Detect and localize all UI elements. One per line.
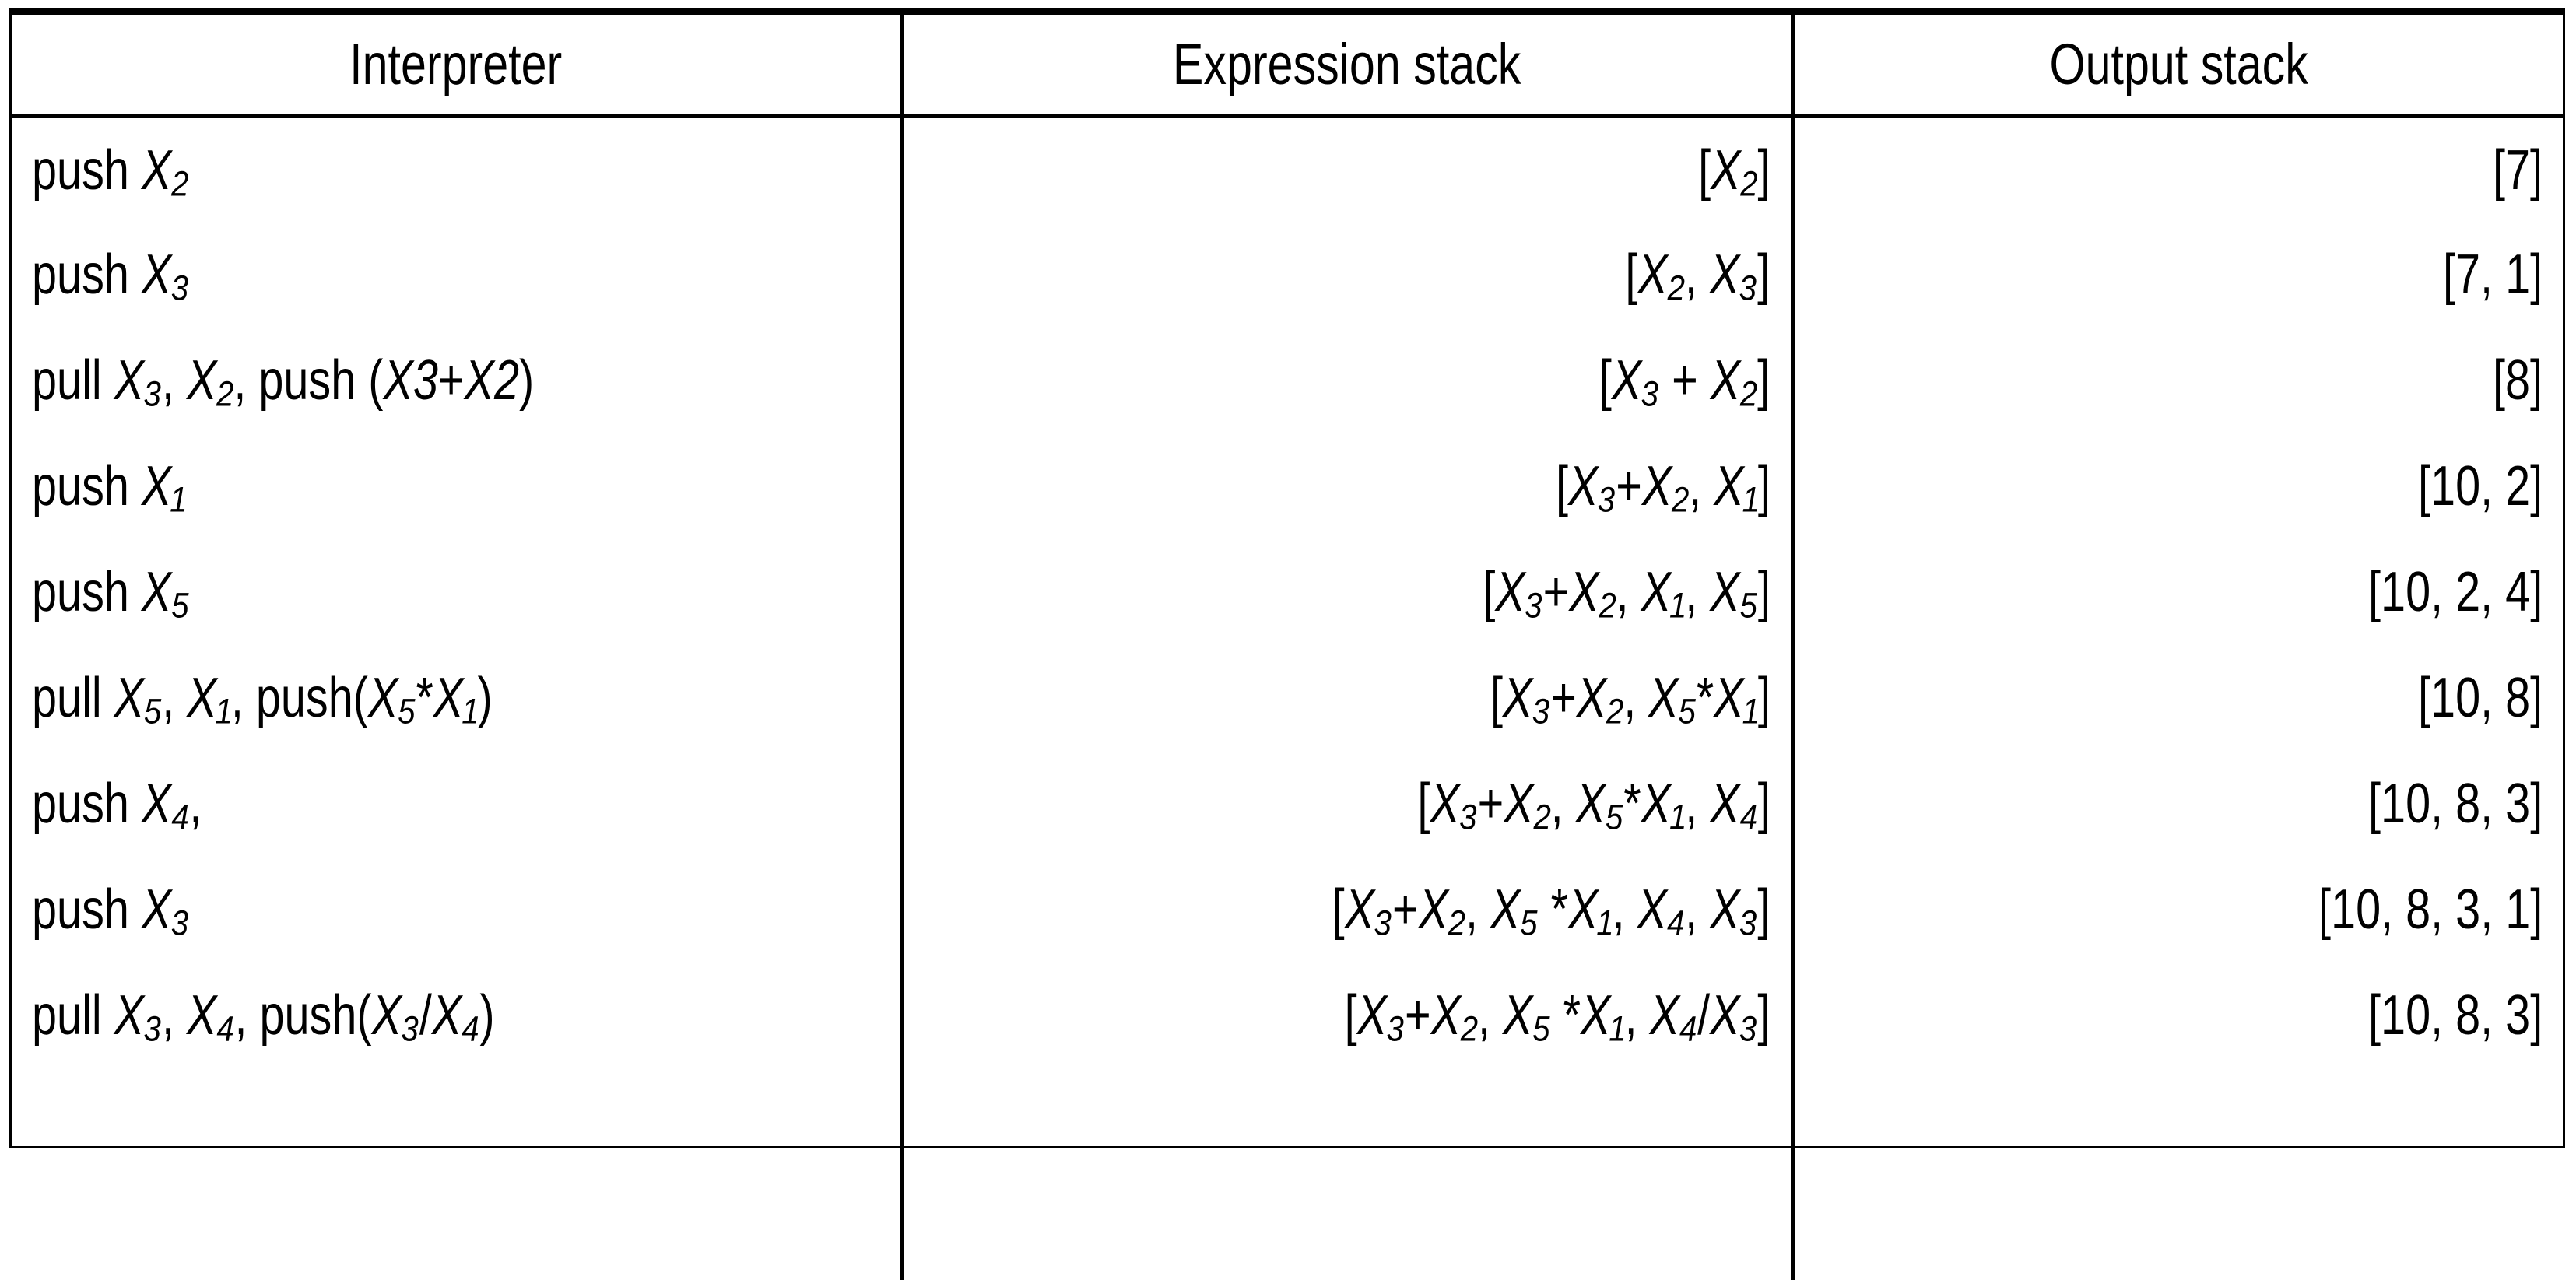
cell-output_stack: [10, 8, 3] <box>1790 963 2563 1068</box>
cell-text: [X₃+X₂, X₅ *X₁, X₄, X₃] <box>1332 878 1771 941</box>
column-header-expression-stack: Expression stack <box>899 15 1792 118</box>
cell-blank-interpreter <box>12 1174 901 1280</box>
cell-blank-interpreter <box>12 1068 901 1174</box>
stack-trace-table: Interpreter Expression stack Output stac… <box>12 15 2563 1280</box>
cell-interpreter: push X₂ <box>12 116 901 222</box>
cell-text: pull X₃, X₂, push (X3+X2) <box>32 349 535 412</box>
table-header: Interpreter Expression stack Output stac… <box>12 15 2563 118</box>
cell-blank-output_stack <box>1790 1068 2563 1174</box>
table-row: push X₂ [X₂] [7] <box>12 116 2563 222</box>
cell-text: pull X₃, X₄, push(X₃/X₄) <box>32 984 495 1047</box>
cell-text: push X₅ <box>32 561 190 623</box>
cell-expression_stack: [X₃+X₂, X₁] <box>899 433 1792 539</box>
cell-text: push X₃ <box>32 878 190 941</box>
cell-expression_stack: [X₃+X₂, X₅*X₁, X₄] <box>899 751 1792 857</box>
table-row: push X₄, [X₃+X₂, X₅*X₁, X₄] [10, 8, 3] <box>12 751 2563 857</box>
cell-expression_stack: [X₃+X₂, X₅ *X₁, X₄/X₃] <box>899 963 1792 1068</box>
cell-expression_stack: [X₃+X₂, X₁, X₅] <box>899 539 1792 645</box>
table-row: pull X₃, X₂, push (X3+X2) [X₃ + X₂] [8] <box>12 328 2563 433</box>
cell-expression_stack: [X₃+X₂, X₅*X₁] <box>899 645 1792 751</box>
cell-output_stack: [7, 1] <box>1790 222 2563 328</box>
cell-text: [X₃+X₂, X₁] <box>1555 455 1771 517</box>
cell-text: [X₂, X₃] <box>1625 244 1771 306</box>
cell-interpreter: push X₁ <box>12 433 901 539</box>
cell-text: [X₂] <box>1698 139 1771 202</box>
cell-text: [X₃+X₂, X₁, X₅] <box>1483 561 1771 623</box>
cell-interpreter: pull X₅, X₁, push(X₅*X₁) <box>12 645 901 751</box>
cell-output_stack: [8] <box>1790 328 2563 433</box>
cell-text: [10, 2] <box>2417 455 2543 517</box>
column-header-interpreter-label: Interpreter <box>349 31 562 96</box>
cell-output_stack: [10, 8] <box>1790 645 2563 751</box>
column-header-output-stack: Output stack <box>1790 15 2563 118</box>
cell-text: [X₃ + X₂] <box>1599 349 1771 412</box>
cell-interpreter: push X₄, <box>12 751 901 857</box>
cell-text: push X₄, <box>32 773 202 835</box>
cell-text: pull X₅, X₁, push(X₅*X₁) <box>32 667 493 729</box>
table-row-blank <box>12 1174 2563 1280</box>
cell-text: [7, 1] <box>2442 244 2543 306</box>
cell-text: [10, 8, 3] <box>2367 984 2543 1047</box>
cell-text: [10, 8, 3] <box>2367 773 2543 835</box>
table-row: push X₁ [X₃+X₂, X₁] [10, 2] <box>12 433 2563 539</box>
header-row: Interpreter Expression stack Output stac… <box>12 15 2563 118</box>
cell-interpreter: pull X₃, X₂, push (X3+X2) <box>12 328 901 433</box>
cell-text: [X₃+X₂, X₅*X₁] <box>1490 667 1771 729</box>
column-header-expression-stack-label: Expression stack <box>1172 31 1521 96</box>
cell-text: [8] <box>2492 349 2543 412</box>
cell-interpreter: pull X₃, X₄, push(X₃/X₄) <box>12 963 901 1068</box>
table-row: pull X₃, X₄, push(X₃/X₄) [X₃+X₂, X₅ *X₁, … <box>12 963 2563 1068</box>
cell-interpreter: push X₃ <box>12 857 901 963</box>
cell-output_stack: [10, 2] <box>1790 433 2563 539</box>
stack-trace-table-frame: Interpreter Expression stack Output stac… <box>9 8 2565 1280</box>
cell-expression_stack: [X₂, X₃] <box>899 222 1792 328</box>
cell-text: push X₃ <box>32 244 190 306</box>
cell-blank-expression_stack <box>899 1068 1792 1174</box>
cell-text: [10, 8, 3, 1] <box>2318 878 2543 941</box>
cell-text: [10, 2, 4] <box>2367 561 2543 623</box>
cell-text: [X₃+X₂, X₅ *X₁, X₄/X₃] <box>1344 984 1771 1047</box>
cell-blank-expression_stack <box>899 1174 1792 1280</box>
cell-text: [7] <box>2492 139 2543 202</box>
column-header-interpreter: Interpreter <box>12 15 901 118</box>
table-row: push X₃ [X₂, X₃] [7, 1] <box>12 222 2563 328</box>
cell-interpreter: push X₃ <box>12 222 901 328</box>
cell-text: push X₁ <box>32 455 186 517</box>
table-row: push X₃ [X₃+X₂, X₅ *X₁, X₄, X₃] [10, 8, 3,… <box>12 857 2563 963</box>
cell-text: push X₂ <box>32 139 189 202</box>
cell-blank-output_stack <box>1790 1174 2563 1280</box>
table-row: push X₅ [X₃+X₂, X₁, X₅] [10, 2, 4] <box>12 539 2563 645</box>
cell-output_stack: [10, 8, 3, 1] <box>1790 857 2563 963</box>
cell-output_stack: [10, 8, 3] <box>1790 751 2563 857</box>
table-row-blank <box>12 1068 2563 1174</box>
cell-text: [X₃+X₂, X₅*X₁, X₄] <box>1417 773 1771 835</box>
cell-text: [10, 8] <box>2417 667 2543 729</box>
cell-output_stack: [10, 2, 4] <box>1790 539 2563 645</box>
cell-expression_stack: [X₂] <box>899 116 1792 222</box>
cell-output_stack: [7] <box>1790 116 2563 222</box>
cell-interpreter: push X₅ <box>12 539 901 645</box>
table-body: push X₂ [X₂] [7] push X₃ [X₂, X₃] [7, 1] pull … <box>12 116 2563 1280</box>
column-header-output-stack-label: Output stack <box>2049 31 2308 96</box>
cell-expression_stack: [X₃ + X₂] <box>899 328 1792 433</box>
cell-expression_stack: [X₃+X₂, X₅ *X₁, X₄, X₃] <box>899 857 1792 963</box>
table-row: pull X₅, X₁, push(X₅*X₁) [X₃+X₂, X₅*X₁] [1… <box>12 645 2563 751</box>
